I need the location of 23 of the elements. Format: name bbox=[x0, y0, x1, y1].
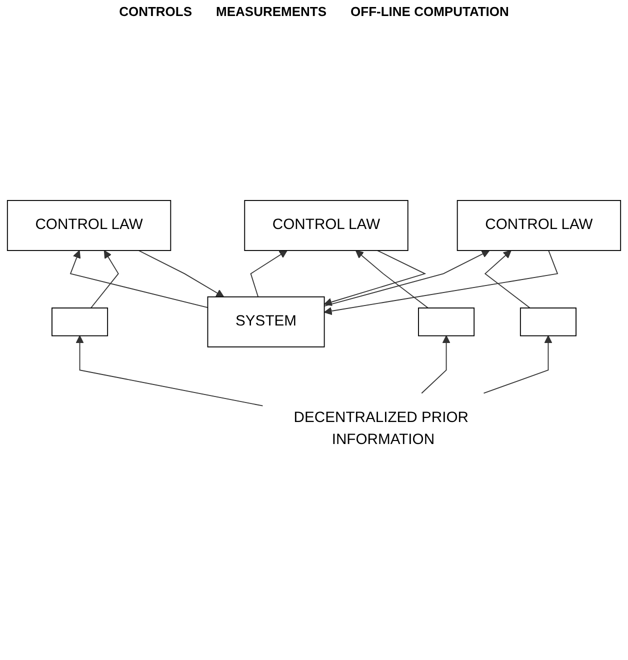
arrow bbox=[138, 250, 224, 298]
annotation-text: CONTROLS bbox=[119, 4, 192, 19]
node-box bbox=[520, 308, 576, 336]
arrow bbox=[484, 250, 530, 308]
node-text: DECENTRALIZED PRIOR INFORMATION bbox=[294, 410, 468, 448]
arrow bbox=[355, 250, 429, 308]
annotation-text: OFF-LINE COMPUTATION bbox=[350, 4, 509, 19]
arrow bbox=[324, 250, 490, 306]
arrow bbox=[90, 250, 119, 308]
node-box bbox=[52, 308, 108, 336]
arrow bbox=[76, 335, 264, 406]
node-box bbox=[418, 308, 475, 336]
arrow bbox=[324, 250, 558, 316]
arrow bbox=[483, 335, 552, 394]
arrow bbox=[324, 250, 426, 306]
node-box: CONTROL LAW bbox=[244, 200, 408, 251]
node-box: SYSTEM bbox=[207, 296, 325, 348]
arrow bbox=[250, 250, 288, 298]
arrow bbox=[421, 335, 450, 394]
node-box: CONTROL LAW bbox=[456, 200, 622, 251]
node-box: CONTROL LAW bbox=[6, 200, 172, 251]
annotation-text: MEASUREMENTS bbox=[216, 4, 327, 19]
arrow bbox=[70, 250, 208, 308]
